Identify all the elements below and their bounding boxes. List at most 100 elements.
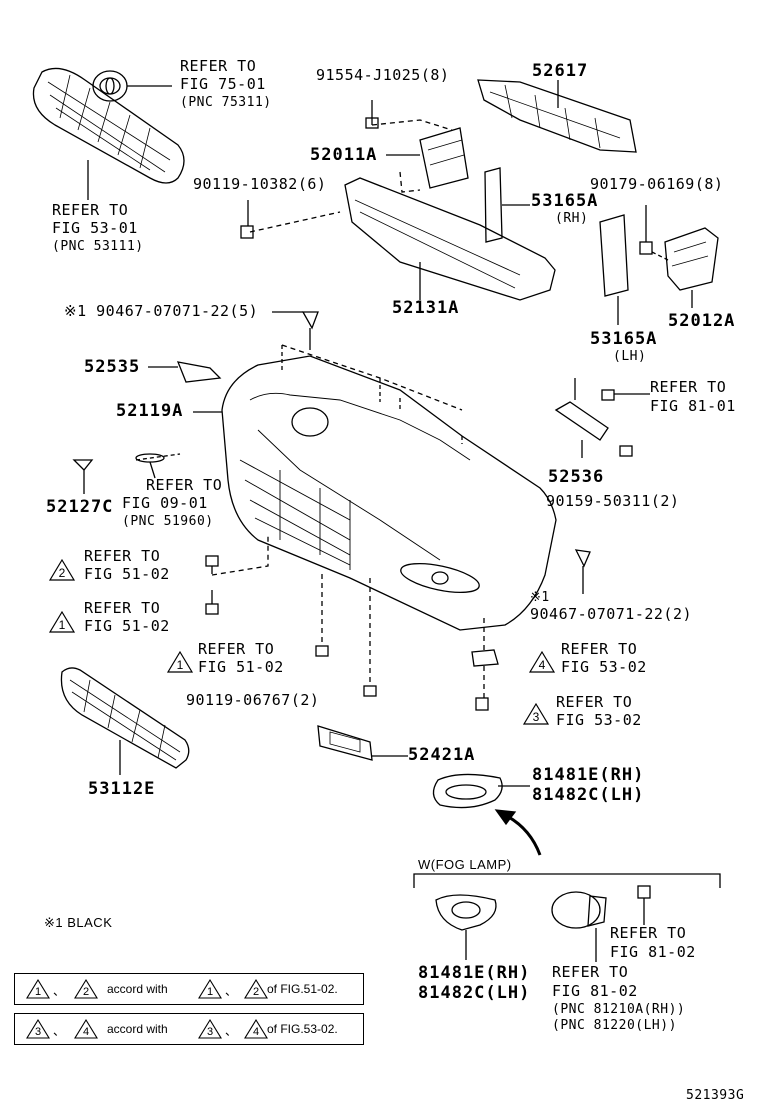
legend-triangle-icon: 4	[244, 1018, 268, 1039]
triangle-1-icon: 1	[166, 650, 194, 673]
svg-text:3: 3	[207, 1026, 213, 1038]
part-90467-bottom-label: 90467-07071-22(2)	[530, 605, 693, 623]
part-52535	[148, 361, 222, 383]
legend-separator: 、	[225, 984, 238, 998]
refer-53-01-line1: REFER TO	[52, 201, 129, 219]
bracket-52421a	[317, 725, 408, 761]
part-81481e-label: 81481E(RH)	[532, 765, 645, 785]
svg-text:2: 2	[83, 986, 89, 998]
part-53165a-rh-side: (RH)	[555, 211, 589, 226]
bracket-52011a	[386, 127, 469, 189]
refer-75-01-line2: FIG 75-01	[180, 75, 266, 93]
fog-cover-lower	[435, 894, 497, 960]
legend-triangle-icon: 2	[74, 978, 98, 999]
refer-75-01-line3: (PNC 75311)	[180, 95, 272, 110]
legend-separator: 、	[225, 1024, 238, 1038]
svg-text:3: 3	[35, 1026, 41, 1038]
bracket-52012a	[639, 205, 719, 308]
part-52131a-label: 52131A	[392, 298, 460, 318]
triangle-1-icon: 1	[48, 610, 76, 633]
refer-75-01-line1: REFER TO	[180, 57, 257, 75]
refer-51-02-b-line1: REFER TO	[84, 599, 161, 617]
legend-triangle-icon: 1	[26, 978, 50, 999]
part-52127c	[72, 453, 181, 494]
part-90119-10382-label: 90119-10382(6)	[193, 175, 327, 193]
refer-51-02-c-line1: REFER TO	[198, 640, 275, 658]
emblem	[92, 70, 172, 102]
refer-51-02-b-line2: FIG 51-02	[84, 617, 170, 635]
legend-triangle-icon: 2	[244, 978, 268, 999]
svg-text:1: 1	[177, 658, 184, 672]
refer-53-02-b-line1: REFER TO	[556, 693, 633, 711]
part-81481e-b-label: 81481E(RH)	[418, 963, 531, 983]
retainer-53165a-lh	[599, 214, 629, 325]
refer-09-01-line1: REFER TO	[146, 476, 223, 494]
fog-lamp-heading: W(FOG LAMP)	[418, 857, 512, 872]
svg-text:1: 1	[35, 986, 41, 998]
part-81482c-label: 81482C(LH)	[532, 785, 645, 805]
part-53165a-lh-label: 53165A	[590, 329, 658, 349]
refer-53-01-line3: (PNC 53111)	[52, 239, 144, 254]
legend-triangle-icon: 4	[74, 1018, 98, 1039]
legend-separator: 、	[53, 1024, 66, 1038]
diagram-id: 521393G	[686, 1088, 745, 1103]
svg-text:3: 3	[533, 710, 540, 724]
refer-09-01-line3: (PNC 51960)	[122, 514, 214, 529]
refer-81-02-a-line2: FIG 81-02	[610, 943, 696, 961]
upper-grille	[32, 67, 185, 184]
part-53165a-lh-side: (LH)	[613, 349, 647, 364]
part-91554-label: 91554-J1025(8)	[316, 66, 450, 84]
svg-text:4: 4	[539, 658, 546, 672]
legend-triangle-icon: 3	[26, 1018, 50, 1039]
triangle-3-icon: 3	[522, 702, 550, 725]
part-81482c-b-label: 81482C(LH)	[418, 983, 531, 1003]
part-52617-label: 52617	[532, 61, 589, 81]
refer-81-01-line2: FIG 81-01	[650, 397, 736, 415]
bumper-cover	[193, 355, 557, 631]
part-52421a-label: 52421A	[408, 745, 476, 765]
legend-text: accord with	[107, 982, 168, 996]
refer-51-02-a-line1: REFER TO	[84, 547, 161, 565]
refer-51-02-c-line2: FIG 51-02	[198, 658, 284, 676]
screws-left	[205, 534, 377, 697]
part-90159-label: 90159-50311(2)	[546, 492, 680, 510]
refer-81-02-b-line3: (PNC 81210A(RH))	[552, 1002, 686, 1017]
refer-81-01-line1: REFER TO	[650, 378, 727, 396]
legend-tail: of FIG.51-02.	[267, 982, 338, 996]
clip-90467-bottom	[574, 549, 591, 594]
part-53112e-label: 53112E	[88, 779, 156, 799]
fog-lamp	[551, 885, 651, 962]
part-52011a-label: 52011A	[310, 145, 378, 165]
note-black: ※1 BLACK	[44, 915, 113, 930]
part-90467-bottom-mark: ※1	[530, 590, 550, 605]
part-52536-label: 52536	[548, 467, 605, 487]
refer-81-02-b-line2: FIG 81-02	[552, 982, 638, 1000]
part-52012a-label: 52012A	[668, 311, 736, 331]
svg-text:4: 4	[83, 1026, 89, 1038]
fog-cover-upper	[432, 773, 530, 809]
legend-text: accord with	[107, 1022, 168, 1036]
legend-separator: 、	[53, 984, 66, 998]
part-90467-top-label: ※1 90467-07071-22(5)	[64, 302, 259, 320]
refer-81-02-b-line4: (PNC 81220(LH))	[552, 1018, 677, 1033]
clip-90467-top	[272, 311, 319, 350]
part-90179-label: 90179-06169(8)	[590, 175, 724, 193]
triangle-2-icon: 2	[48, 558, 76, 581]
part-52119a-label: 52119A	[116, 401, 184, 421]
svg-text:4: 4	[253, 1026, 259, 1038]
retainer-52536	[554, 378, 650, 458]
refer-53-02-a-line1: REFER TO	[561, 640, 638, 658]
lower-grille	[60, 667, 190, 775]
svg-text:2: 2	[253, 986, 259, 998]
energy-absorber	[477, 79, 637, 153]
refer-53-02-a-line2: FIG 53-02	[561, 658, 647, 676]
svg-text:1: 1	[207, 986, 213, 998]
part-52535-label: 52535	[84, 357, 141, 377]
part-52127c-label: 52127C	[46, 497, 114, 517]
clip-right-lower	[471, 618, 499, 711]
retainer-53165a-rh	[484, 167, 530, 243]
triangle-4-icon: 4	[528, 650, 556, 673]
refer-51-02-a-line2: FIG 51-02	[84, 565, 170, 583]
